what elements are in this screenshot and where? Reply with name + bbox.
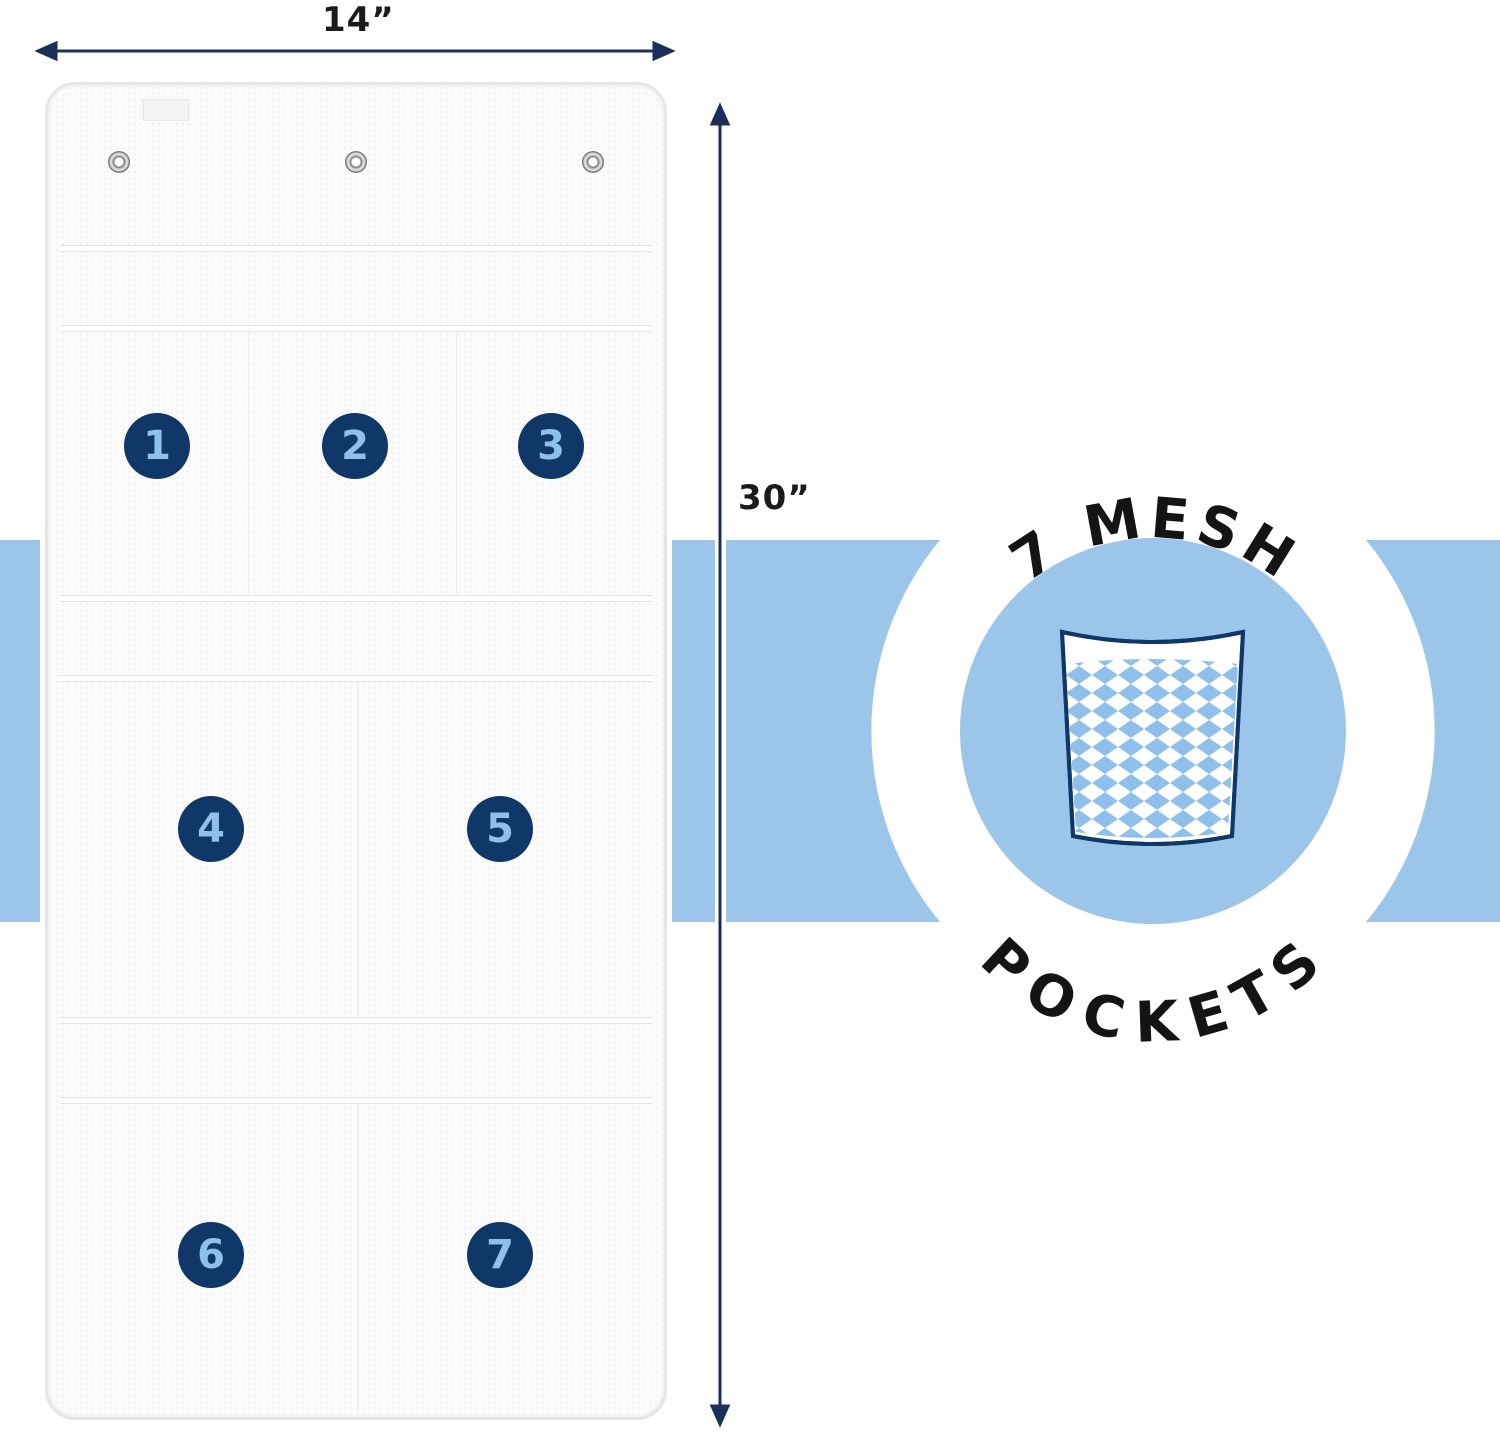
mesh-basket-icon [1059,629,1246,846]
pocket-number-7: 7 [467,1222,533,1288]
blue-band-middle [672,540,715,922]
width-arrow-left-head [34,40,58,62]
pocket-number-2: 2 [322,413,388,479]
grommet-left [108,151,130,173]
pocket-seam [60,1017,652,1024]
pocket-seam [60,325,652,332]
svg-text:POCKETS: POCKETS [968,926,1336,1056]
grommet-center [345,151,367,173]
pocket-number-5: 5 [467,796,533,862]
pocket-seam [60,675,652,682]
pocket-divider [358,680,359,1017]
pocket-divider [248,330,249,595]
pocket-number-4: 4 [178,796,244,862]
height-label: 30” [738,478,811,518]
height-arrow-bottom-head [709,1404,731,1428]
width-label: 14” [322,0,395,40]
pocket-seam [60,245,652,252]
pocket-number-1: 1 [124,413,190,479]
product-tag [143,99,189,121]
pocket-number-6: 6 [178,1222,244,1288]
width-arrow-right-head [652,40,676,62]
pocket-seam [60,595,652,602]
pocket-seam [60,1097,652,1104]
pocket-divider [358,1102,359,1412]
height-arrow-top-head [709,102,731,126]
badge-bottom-text: POCKETS [968,926,1330,1056]
hanging-organizer [45,82,667,1420]
pocket-divider [456,330,457,595]
pocket-number-3: 3 [518,413,584,479]
grommet-right [582,151,604,173]
blue-band-left [0,540,40,922]
